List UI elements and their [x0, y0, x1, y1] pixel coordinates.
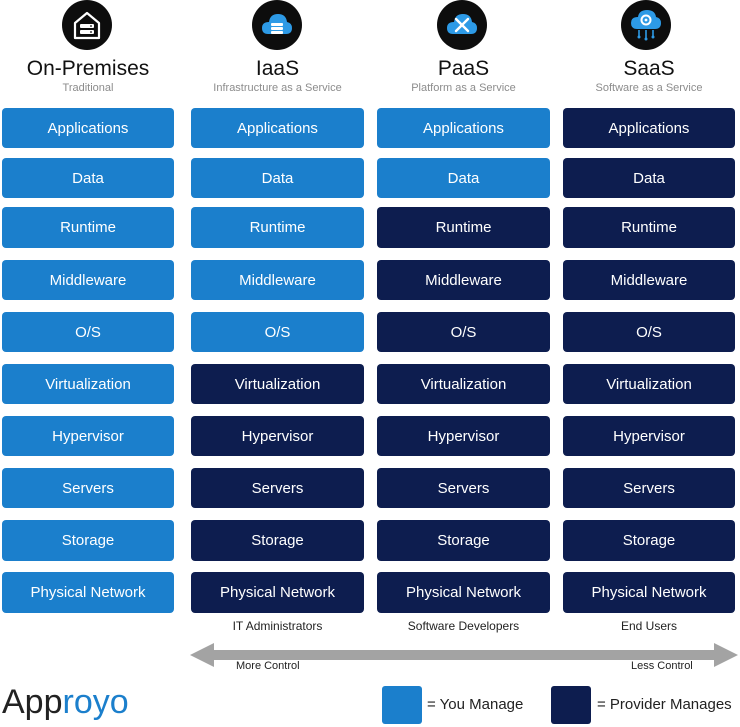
paas-layer-storage: Storage: [377, 520, 550, 561]
column-subtitle-iaas: Infrastructure as a Service: [213, 82, 342, 94]
more-control-label: More Control: [236, 660, 300, 672]
on-premises-layer-middleware: Middleware: [2, 260, 174, 300]
paas-layer-o-s: O/S: [377, 312, 550, 352]
paas-layer-hypervisor: Hypervisor: [377, 416, 550, 456]
cloud-gear-icon: [621, 0, 671, 50]
iaas-layer-data: Data: [191, 158, 364, 198]
on-premises-layer-virtualization: Virtualization: [2, 364, 174, 404]
on-premises-layer-storage: Storage: [2, 520, 174, 561]
control-arrow: [190, 643, 738, 667]
iaas-layer-virtualization: Virtualization: [191, 364, 364, 404]
iaas-layer-servers: Servers: [191, 468, 364, 508]
on-premises-layer-servers: Servers: [2, 468, 174, 508]
cloud-tools-icon: [437, 0, 487, 50]
paas-layer-physical-network: Physical Network: [377, 572, 550, 613]
iaas-layer-middleware: Middleware: [191, 260, 364, 300]
iaas-layer-runtime: Runtime: [191, 207, 364, 248]
column-title-iaas: IaaS: [255, 57, 300, 80]
on-premises-layer-hypervisor: Hypervisor: [2, 416, 174, 456]
server-rack-icon: [62, 0, 112, 50]
iaas-layer-physical-network: Physical Network: [191, 572, 364, 613]
saas-layer-applications: Applications: [563, 108, 735, 148]
on-premises-layer-o-s: O/S: [2, 312, 174, 352]
on-premises-layer-runtime: Runtime: [2, 207, 174, 248]
saas-layer-storage: Storage: [563, 520, 735, 561]
on-premises-layer-applications: Applications: [2, 108, 174, 148]
paas-layer-applications: Applications: [377, 108, 550, 148]
persona-iaas: IT Administrators: [232, 619, 323, 633]
iaas-layer-o-s: O/S: [191, 312, 364, 352]
paas-layer-runtime: Runtime: [377, 207, 550, 248]
approyo-logo: Approyo: [2, 682, 129, 722]
iaas-layer-applications: Applications: [191, 108, 364, 148]
saas-layer-runtime: Runtime: [563, 207, 735, 248]
column-subtitle-paas: Platform as a Service: [411, 82, 516, 94]
iaas-layer-hypervisor: Hypervisor: [191, 416, 364, 456]
saas-layer-physical-network: Physical Network: [563, 572, 735, 613]
column-title-saas: SaaS: [623, 57, 675, 80]
paas-layer-middleware: Middleware: [377, 260, 550, 300]
column-subtitle-on-premises: Traditional: [62, 82, 114, 94]
saas-layer-o-s: O/S: [563, 312, 735, 352]
saas-layer-hypervisor: Hypervisor: [563, 416, 735, 456]
persona-saas: End Users: [620, 619, 678, 633]
legend-provider-manages-label: = Provider Manages: [597, 696, 732, 713]
saas-layer-virtualization: Virtualization: [563, 364, 735, 404]
on-premises-layer-physical-network: Physical Network: [2, 572, 174, 613]
cloud-server-icon: [252, 0, 302, 50]
legend-provider-manages-swatch: [551, 686, 591, 724]
persona-paas: Software Developers: [407, 619, 520, 633]
paas-layer-servers: Servers: [377, 468, 550, 508]
saas-layer-middleware: Middleware: [563, 260, 735, 300]
legend-you-manage-label: = You Manage: [427, 696, 524, 713]
paas-layer-data: Data: [377, 158, 550, 198]
column-subtitle-saas: Software as a Service: [595, 82, 703, 94]
column-title-on-premises: On-Premises: [26, 57, 150, 80]
saas-layer-data: Data: [563, 158, 735, 198]
saas-layer-servers: Servers: [563, 468, 735, 508]
legend-you-manage-swatch: [382, 686, 422, 724]
less-control-label: Less Control: [631, 660, 693, 672]
iaas-layer-storage: Storage: [191, 520, 364, 561]
column-title-paas: PaaS: [437, 57, 490, 80]
logo-text-royo: royo: [62, 683, 129, 721]
on-premises-layer-data: Data: [2, 158, 174, 198]
paas-layer-virtualization: Virtualization: [377, 364, 550, 404]
logo-text-app: App: [2, 683, 63, 721]
